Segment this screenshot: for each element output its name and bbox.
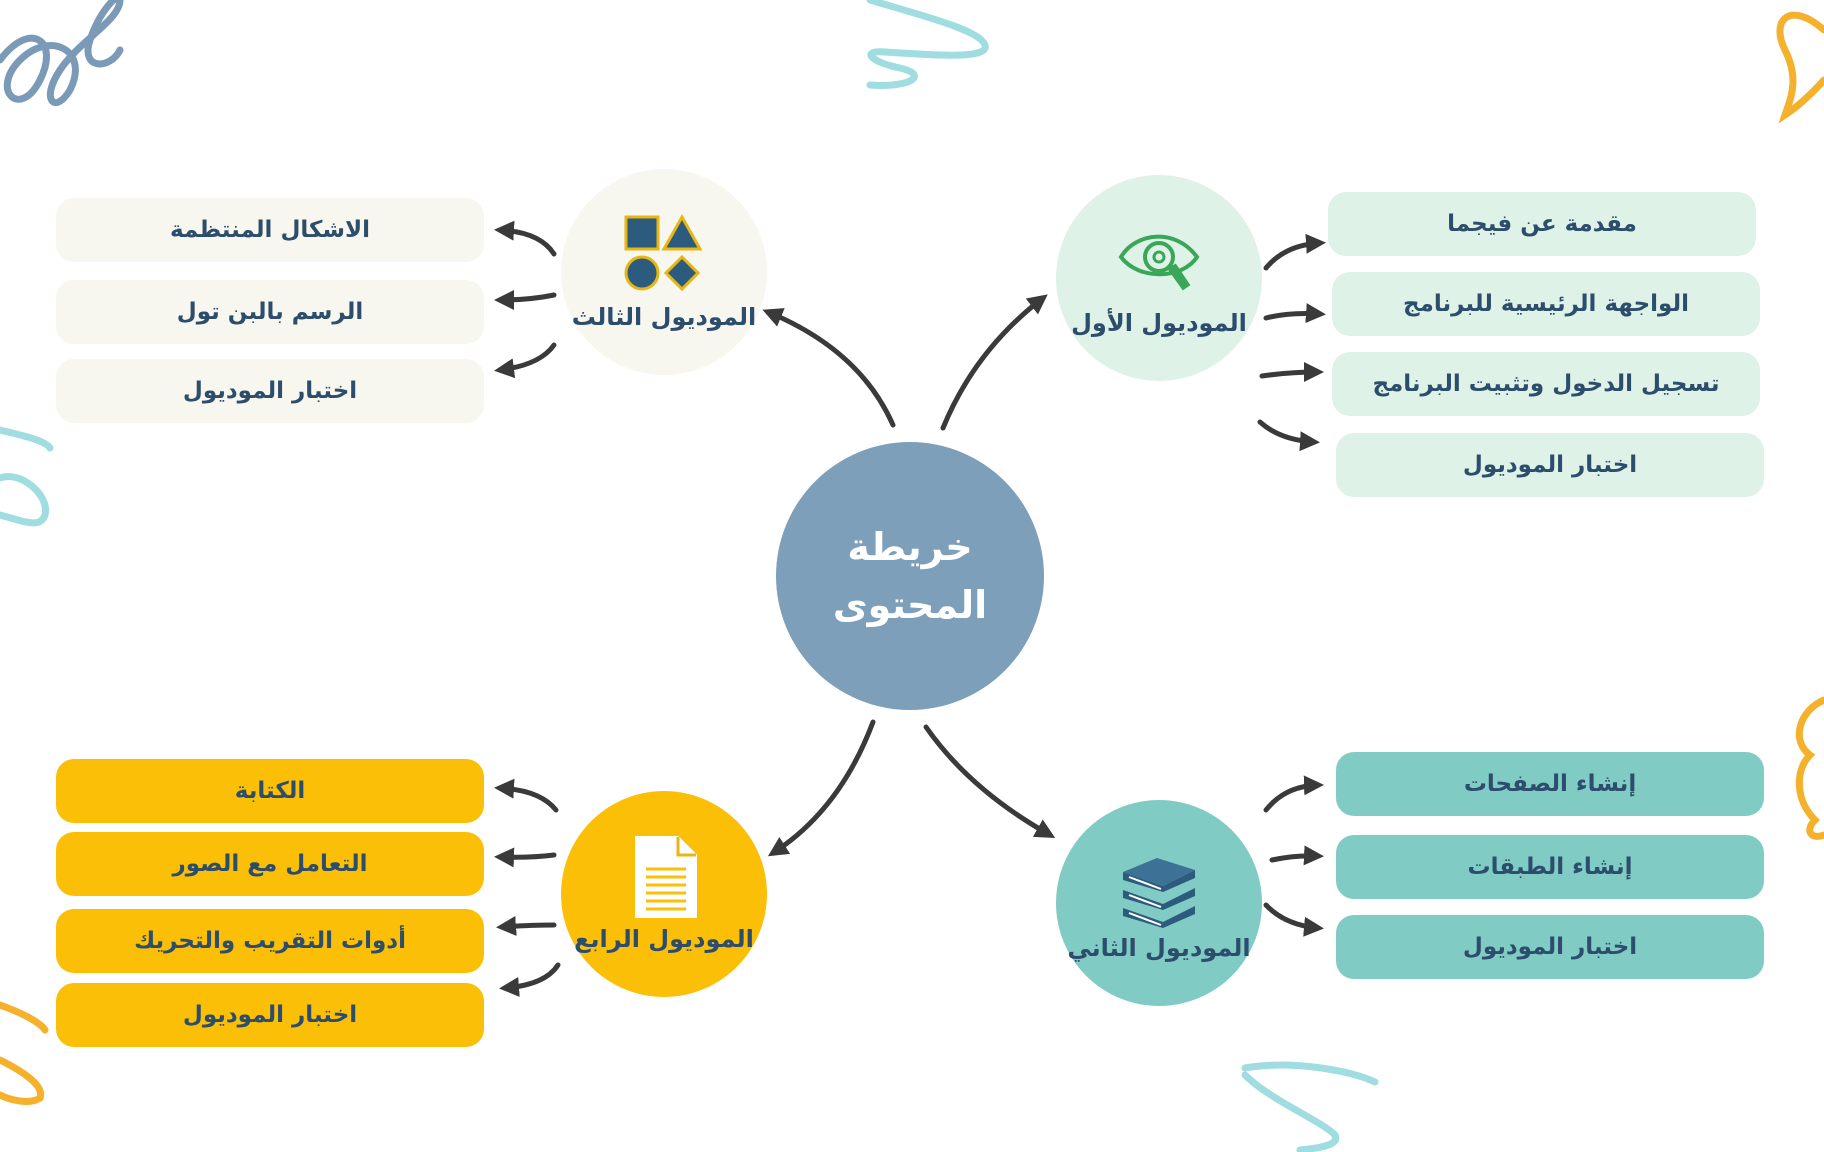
module-4-item: التعامل مع الصور [56,832,484,896]
module-1-item: الواجهة الرئيسية للبرنامج [1332,272,1760,336]
arrow-m1-item-1 [1263,233,1326,271]
arrow-m3-item-3 [494,342,557,379]
arrow-m1-item-2 [1263,303,1326,324]
books-stack-icon [1123,858,1195,928]
module-4-node: الموديول الرابع [561,791,767,997]
squiggle-cyan-top [866,0,989,89]
module-4-item: اختبار الموديول [56,983,484,1047]
squiggle-orange-top-right [1776,11,1824,124]
module-4-item: أدوات التقريب والتحريك [56,909,484,973]
arrow-m4-item-4 [499,962,561,997]
arrow-m2-item-1 [1263,775,1324,813]
eye-magnifier-icon [1118,234,1200,291]
arrow-m1-item-4 [1257,419,1320,452]
squiggle-blue-top-left [0,0,124,106]
module-4-title: الموديول الرابع [574,925,754,953]
arrow-m3-item-2 [494,289,557,310]
module-2-item: إنشاء الصفحات [1336,752,1764,816]
squiggle-orange-right [1795,696,1824,840]
shapes-icon [624,213,703,292]
arrow-m4-item-3 [496,916,557,936]
arrow-m4-item-2 [494,847,557,868]
document-icon [635,836,697,918]
arrow-m1-item-3 [1259,362,1324,383]
module-1-node: الموديول الأول [1056,175,1262,381]
module-2-title: الموديول الثاني [1067,934,1251,962]
module-4-item: الكتابة [56,759,484,823]
arrow-m2-item-2 [1269,845,1324,866]
squiggle-orange-bottom-left [0,1001,49,1105]
module-3-item: الاشكال المنتظمة [56,198,484,262]
arrow-center-to-module-4 [767,719,876,857]
module-2-item: إنشاء الطبقات [1336,835,1764,899]
module-1-item: مقدمة عن فيجما [1328,192,1756,256]
arrow-m2-item-3 [1263,902,1324,937]
module-3-node: الموديول الثالث [561,169,767,375]
center-node: خريطة المحتوى [776,442,1044,710]
arrow-m4-item-1 [494,778,559,813]
module-3-item: اختبار الموديول [56,359,484,423]
squiggle-cyan-left [0,426,54,527]
arrow-m3-item-1 [494,220,557,257]
module-1-title: الموديول الأول [1071,309,1247,337]
arrow-center-to-module-2 [923,724,1056,838]
module-3-title: الموديول الثالث [571,303,757,331]
module-1-item: اختبار الموديول [1336,433,1764,497]
module-2-item: اختبار الموديول [1336,915,1764,979]
arrow-center-to-module-3 [762,308,896,428]
squiggle-cyan-bottom [1241,1061,1379,1152]
module-3-item: الرسم بالبن تول [56,280,484,344]
arrow-center-to-module-1 [940,294,1048,431]
module-2-node: الموديول الثاني [1056,800,1262,1006]
module-1-item: تسجيل الدخول وتثبيت البرنامج [1332,352,1760,416]
